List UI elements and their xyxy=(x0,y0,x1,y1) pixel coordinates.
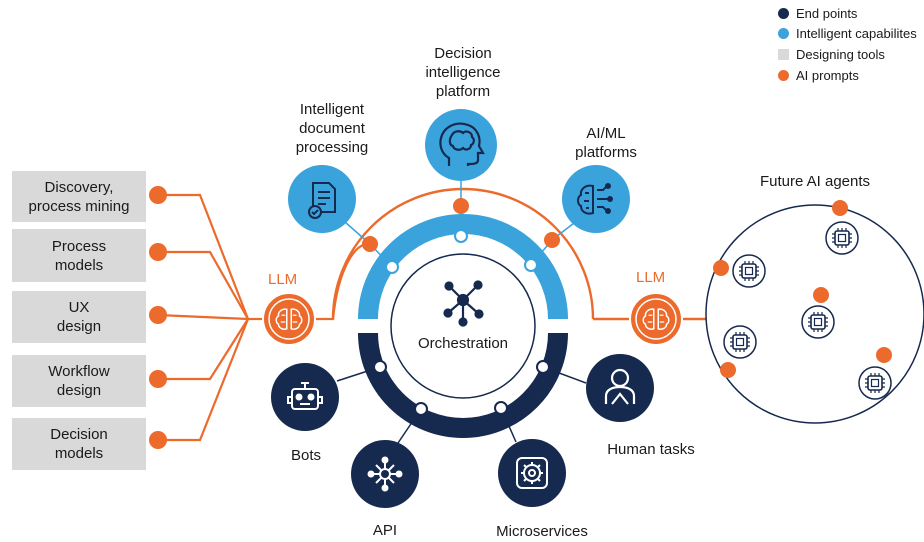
tool-discovery: Discovery, process mining xyxy=(12,171,146,222)
prompt-dot xyxy=(149,186,167,204)
endpoint-ring xyxy=(358,332,568,438)
robot-icon xyxy=(287,382,323,410)
legend-label: End points xyxy=(796,6,858,21)
capability-ring xyxy=(358,214,568,320)
ring-node xyxy=(524,258,538,272)
tool-workflow-design: Workflow design xyxy=(12,355,146,407)
legend-item-designing-tools: Designing tools xyxy=(778,47,885,62)
prompt-dot xyxy=(149,431,167,449)
llm-left-node xyxy=(262,292,316,346)
capability-dip-label: Decision intelligence platform xyxy=(425,45,501,100)
gear-chip-icon xyxy=(516,457,548,489)
endpoint-api-label: API xyxy=(372,522,398,539)
ring-node xyxy=(536,360,550,374)
agent-node xyxy=(720,325,757,378)
agent-node xyxy=(801,287,835,339)
endpoint-human-tasks-label: Human tasks xyxy=(607,441,695,458)
agent-node xyxy=(713,254,766,288)
prompt-dot xyxy=(149,243,167,261)
ring-node xyxy=(414,402,428,416)
ring-node xyxy=(373,360,387,374)
legend-swatch xyxy=(778,8,789,19)
prompt-dot xyxy=(149,306,167,324)
capability-aiml xyxy=(562,165,630,233)
legend-item-ai-prompts: AI prompts xyxy=(778,68,859,83)
orchestration-label: Orchestration xyxy=(417,335,509,352)
llm-right-label: LLM xyxy=(636,269,666,286)
endpoint-human-tasks xyxy=(586,354,654,422)
future-agents-cluster xyxy=(705,200,924,424)
capability-dip xyxy=(425,109,497,181)
endpoint-bots xyxy=(271,363,339,431)
capability-idp-label: Intelligent document processing xyxy=(295,101,369,156)
ring-node xyxy=(494,401,508,415)
agent-node xyxy=(858,347,892,400)
ai-prompt-dots xyxy=(362,198,560,252)
legend-swatch xyxy=(778,28,789,39)
legend-label: AI prompts xyxy=(796,68,859,83)
llm-left-label: LLM xyxy=(268,271,298,288)
legend-item-endpoints: End points xyxy=(778,6,857,21)
tool-process-models: Process models xyxy=(12,229,146,282)
ai-brain-icon xyxy=(577,183,613,215)
ai-prompt-arc xyxy=(331,187,595,320)
legend-swatch xyxy=(778,49,789,60)
endpoint-bots-label: Bots xyxy=(290,447,321,464)
ring-node xyxy=(385,260,399,274)
document-check-icon xyxy=(308,182,336,219)
legend-label: Intelligent capabilites xyxy=(796,26,917,41)
ring-node xyxy=(454,229,468,243)
legend-item-capabilities: Intelligent capabilites xyxy=(778,26,917,41)
endpoint-microservices xyxy=(498,439,566,507)
llm-right-node xyxy=(629,292,683,346)
tool-ux-design: UX design xyxy=(12,291,146,343)
tool-decision-models: Decision models xyxy=(12,418,146,470)
capability-aiml-label: AI/ML platforms xyxy=(575,125,637,161)
future-agents-label: Future AI agents xyxy=(759,173,871,190)
capability-idp xyxy=(288,165,356,233)
person-icon xyxy=(604,368,636,405)
network-hub-icon xyxy=(443,280,484,327)
endpoint-microservices-label: Microservices xyxy=(496,523,588,540)
brain-head-icon xyxy=(439,122,485,166)
api-hub-icon xyxy=(367,456,403,492)
endpoint-api xyxy=(351,440,419,508)
prompt-dot xyxy=(149,370,167,388)
legend-swatch xyxy=(778,70,789,81)
legend-label: Designing tools xyxy=(796,47,885,62)
agent-node xyxy=(825,200,859,255)
